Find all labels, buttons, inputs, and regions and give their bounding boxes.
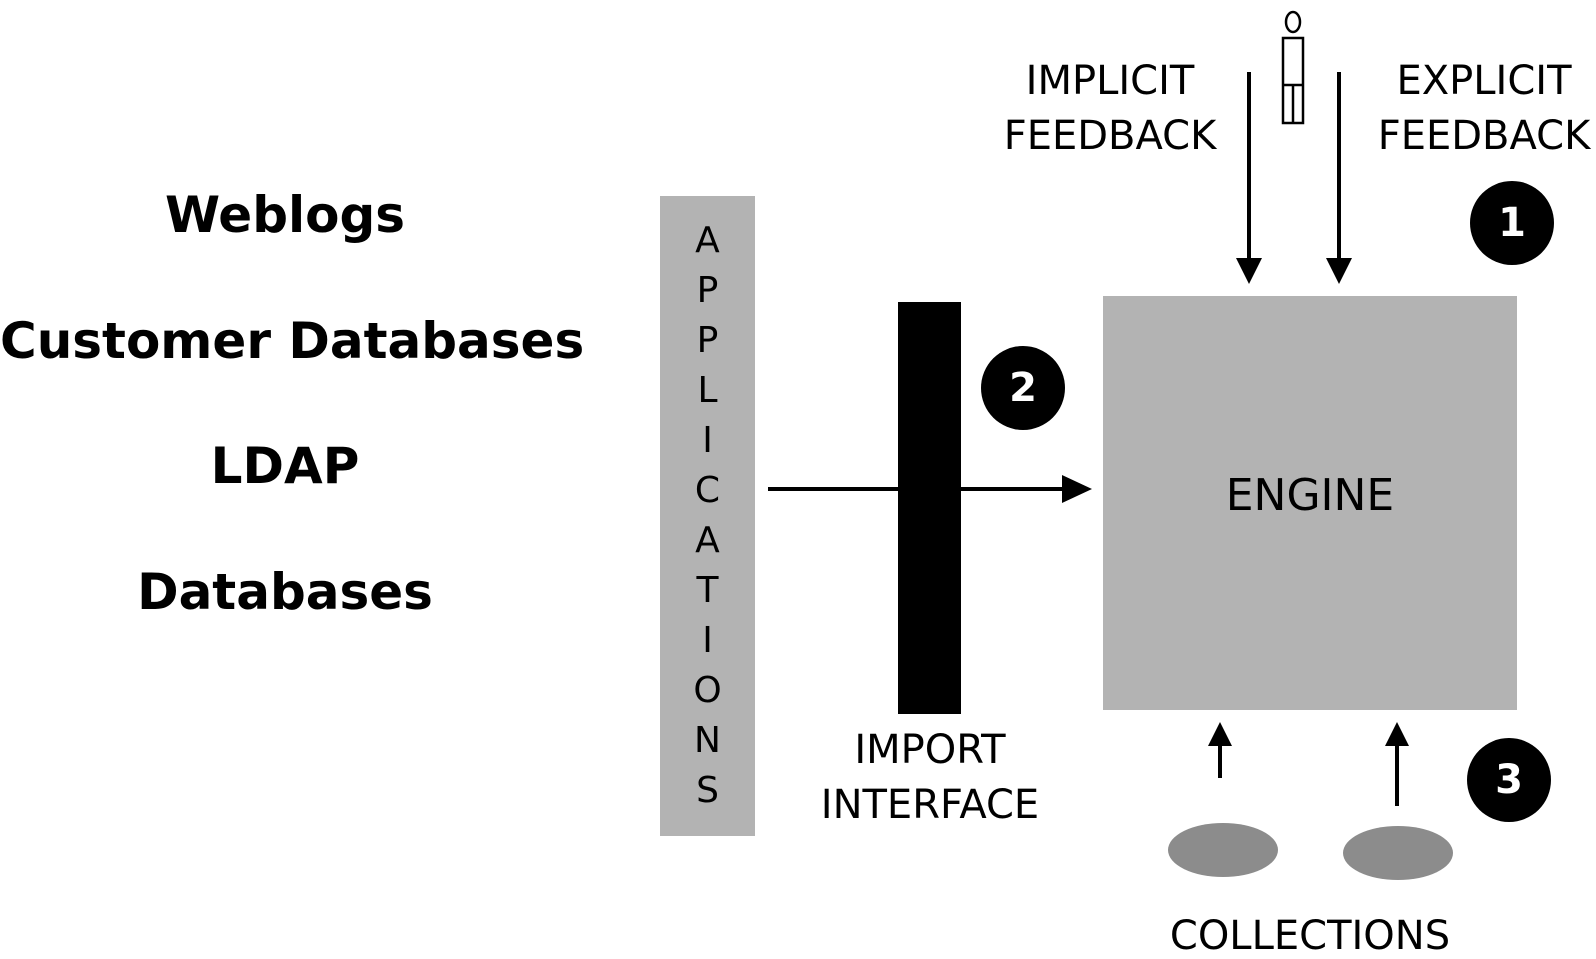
- applications-label: A P P L I C A T I O N S: [660, 216, 755, 816]
- engine-box: ENGINE: [1103, 296, 1517, 710]
- explicit-feedback-label: EXPLICIT FEEDBACK: [1372, 54, 1596, 164]
- applications-letter: N: [694, 720, 721, 761]
- implicit-feedback-label-line1: IMPLICIT: [1025, 58, 1195, 104]
- source-label-databases: Databases: [137, 563, 433, 621]
- import-interface-label: IMPORT INTERFACE: [808, 723, 1052, 833]
- source-label-weblogs: Weblogs: [164, 186, 406, 244]
- import-interface-label-line2: INTERFACE: [820, 782, 1040, 828]
- applications-letter: S: [696, 770, 719, 811]
- applications-letter: L: [697, 370, 718, 411]
- applications-letter: P: [696, 270, 719, 311]
- explicit-feedback-label-line1: EXPLICIT: [1396, 58, 1572, 104]
- applications-letter: C: [694, 470, 721, 511]
- applications-letter: O: [693, 670, 722, 711]
- explicit-feedback-label-line2: FEEDBACK: [1377, 113, 1591, 159]
- applications-to-engine-arrowhead: [1062, 475, 1092, 503]
- applications-letter: I: [702, 420, 713, 461]
- implicit-feedback-label-line2: FEEDBACK: [1003, 113, 1217, 159]
- engine-label: ENGINE: [1225, 470, 1395, 521]
- collection-ellipse-right: [1343, 826, 1453, 880]
- step-badge-3: 3: [1467, 738, 1551, 822]
- step-badge-1: 1: [1470, 181, 1554, 265]
- source-label-customer-databases: Customer Databases: [0, 312, 585, 370]
- import-interface-bar: [898, 302, 961, 714]
- collection-arrow-left-head: [1208, 722, 1232, 746]
- applications-letter: P: [696, 320, 719, 361]
- collection-ellipse-left: [1168, 823, 1278, 877]
- import-interface-label-line1: IMPORT: [854, 727, 1006, 773]
- user-icon: [1281, 10, 1305, 125]
- applications-letter: A: [695, 520, 720, 561]
- step-badge-2: 2: [981, 346, 1065, 430]
- collections-label: COLLECTIONS: [1169, 913, 1451, 959]
- applications-letter: T: [696, 570, 719, 611]
- applications-letter: A: [695, 220, 720, 261]
- source-label-ldap: LDAP: [210, 437, 360, 495]
- explicit-feedback-arrowhead: [1326, 258, 1352, 284]
- applications-letter: I: [702, 620, 713, 661]
- applications-bar: A P P L I C A T I O N S: [660, 196, 755, 836]
- implicit-feedback-label: IMPLICIT FEEDBACK: [1000, 54, 1220, 164]
- collection-arrow-right-head: [1385, 722, 1409, 746]
- implicit-feedback-arrowhead: [1236, 258, 1262, 284]
